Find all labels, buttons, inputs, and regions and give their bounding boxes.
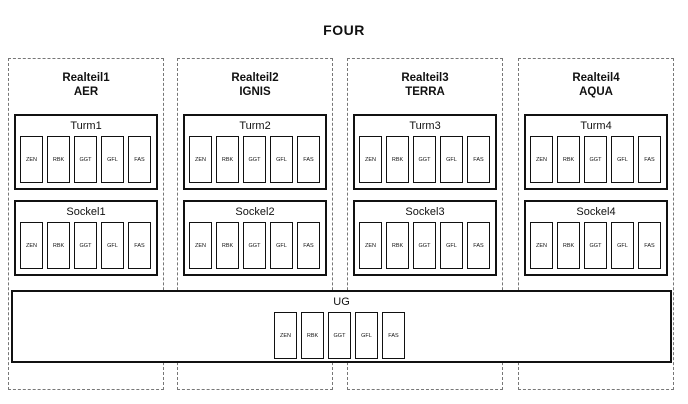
cell: GGT (243, 136, 266, 183)
realteil-name: Realteil3 (401, 72, 449, 84)
realteil-element: AER (73, 86, 99, 98)
cell: GFL (270, 222, 293, 269)
turm-box: Turm1 ZEN RBK GGT GFL FAS (14, 114, 158, 190)
sockel-box: Sockel1 ZEN RBK GGT GFL FAS (14, 200, 158, 276)
cell: ZEN (359, 136, 382, 183)
realteil-name: Realteil2 (231, 72, 279, 84)
cell: FAS (467, 222, 490, 269)
cell: RBK (386, 222, 409, 269)
cell: FAS (638, 136, 661, 183)
sockel-label: Sockel4 (576, 206, 616, 218)
diagram-title: FOUR (323, 22, 365, 38)
cell: GFL (611, 222, 634, 269)
realteil-4: Realteil4 AQUA Turm4 ZEN RBK GGT GFL FAS… (518, 58, 674, 390)
cell: FAS (297, 136, 320, 183)
cell: RBK (47, 222, 70, 269)
turm-box: Turm2 ZEN RBK GGT GFL FAS (183, 114, 327, 190)
cell: RBK (216, 136, 239, 183)
turm-label: Turm4 (580, 120, 612, 132)
cell: GGT (74, 222, 97, 269)
cell: ZEN (530, 136, 553, 183)
ug-box: UG ZEN RBK GGT GFL FAS (11, 290, 672, 363)
realteil-element: AQUA (579, 86, 613, 98)
realteil-element: IGNIS (239, 86, 271, 98)
turm-label: Turm3 (409, 120, 441, 132)
sockel-box: Sockel4 ZEN RBK GGT GFL FAS (524, 200, 668, 276)
realteil-name: Realteil4 (572, 72, 620, 84)
cell: GFL (355, 312, 378, 359)
realteil-label: Realteil3 TERRA (348, 71, 502, 99)
cell: GGT (328, 312, 351, 359)
realteil-label: Realteil4 AQUA (519, 71, 673, 99)
turm-label: Turm1 (70, 120, 102, 132)
cell: RBK (301, 312, 324, 359)
sockel-box: Sockel3 ZEN RBK GGT GFL FAS (353, 200, 497, 276)
cell: FAS (638, 222, 661, 269)
sockel-label: Sockel3 (405, 206, 445, 218)
sockel-label: Sockel1 (66, 206, 106, 218)
cell: ZEN (20, 136, 43, 183)
cell: ZEN (189, 222, 212, 269)
turm-label: Turm2 (239, 120, 271, 132)
cell: GGT (413, 136, 436, 183)
realteil-3: Realteil3 TERRA Turm3 ZEN RBK GGT GFL FA… (347, 58, 503, 390)
cell: RBK (216, 222, 239, 269)
turm-box: Turm4 ZEN RBK GGT GFL FAS (524, 114, 668, 190)
cell: RBK (557, 136, 580, 183)
cell: FAS (128, 222, 151, 269)
cell: ZEN (20, 222, 43, 269)
cell: GFL (270, 136, 293, 183)
realteil-1: Realteil1 AER Turm1 ZEN RBK GGT GFL FAS … (8, 58, 164, 390)
cell: GFL (101, 222, 124, 269)
cell: GFL (101, 136, 124, 183)
cell: ZEN (189, 136, 212, 183)
cell: ZEN (530, 222, 553, 269)
realteil-label: Realteil2 IGNIS (178, 71, 332, 99)
cell: GGT (584, 222, 607, 269)
sockel-box: Sockel2 ZEN RBK GGT GFL FAS (183, 200, 327, 276)
realteil-2: Realteil2 IGNIS Turm2 ZEN RBK GGT GFL FA… (177, 58, 333, 390)
cell: GGT (243, 222, 266, 269)
cell: GFL (440, 222, 463, 269)
cell: GFL (611, 136, 634, 183)
cell: GGT (584, 136, 607, 183)
cell: FAS (297, 222, 320, 269)
cell: RBK (47, 136, 70, 183)
ug-label: UG (333, 296, 350, 308)
realteil-element: TERRA (405, 86, 445, 98)
cell: GGT (74, 136, 97, 183)
cell: ZEN (274, 312, 297, 359)
cell: FAS (382, 312, 405, 359)
sockel-label: Sockel2 (235, 206, 275, 218)
cell: GGT (413, 222, 436, 269)
cell: FAS (128, 136, 151, 183)
cell: GFL (440, 136, 463, 183)
cell: RBK (386, 136, 409, 183)
realteil-name: Realteil1 (62, 72, 110, 84)
turm-box: Turm3 ZEN RBK GGT GFL FAS (353, 114, 497, 190)
realteil-label: Realteil1 AER (9, 71, 163, 99)
cell: FAS (467, 136, 490, 183)
cell: ZEN (359, 222, 382, 269)
cell: RBK (557, 222, 580, 269)
